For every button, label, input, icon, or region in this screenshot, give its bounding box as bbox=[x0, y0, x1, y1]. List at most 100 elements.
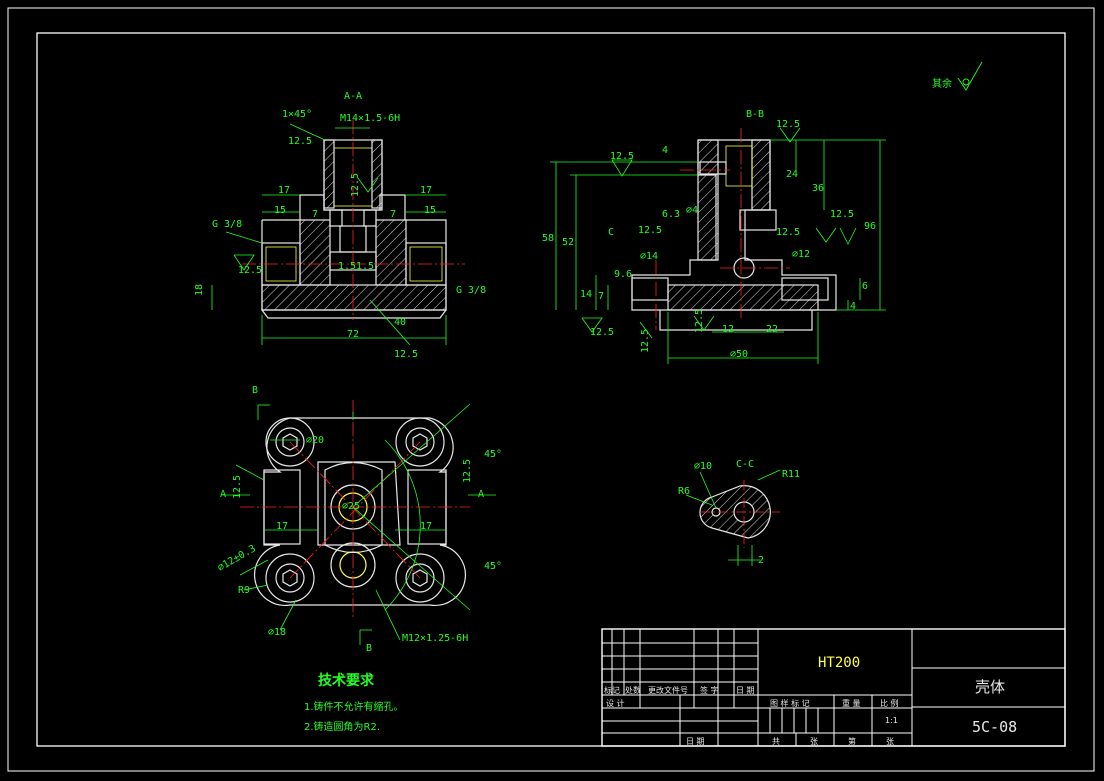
aa-g38-left: G 3/8 bbox=[212, 219, 243, 230]
plan-view-dimlines bbox=[222, 403, 496, 645]
plan-phi18: ⌀18 bbox=[268, 627, 287, 638]
plan-view-centerlines bbox=[240, 400, 470, 620]
plan-thread-bottom: M12×1.25-6H bbox=[402, 633, 469, 644]
tb-header-drawing-mark: 图 样 标 记 bbox=[770, 699, 810, 708]
bb-d4b: 4 bbox=[850, 301, 857, 312]
tb-footer-sheet: 张 bbox=[886, 737, 894, 746]
tech-requirement-2: 2.铸造圆角为R2. bbox=[304, 722, 381, 733]
bb-rough-lb: 12.5 bbox=[590, 327, 615, 338]
aa-w72: 72 bbox=[347, 329, 360, 340]
tb-footer-sheet-no: 第 bbox=[848, 737, 856, 746]
bb-d58: 58 bbox=[542, 233, 555, 244]
title-block-scale: 1:1 bbox=[885, 716, 898, 725]
plan-d17-right: 17 bbox=[420, 521, 433, 532]
plan-center-phi: ⌀25 bbox=[342, 501, 361, 512]
bb-rough-12-5c: 12.5 bbox=[830, 209, 855, 220]
title-block-drawing-no: 5C-08 bbox=[972, 718, 1018, 736]
aa-depth-mid2: 1.5 bbox=[356, 261, 375, 272]
aa-rough-left: 12.5 bbox=[238, 265, 263, 276]
tb-footer-total: 共 bbox=[772, 737, 780, 746]
bb-d9-6: 9.6 bbox=[614, 269, 633, 280]
bb-d24: 24 bbox=[786, 169, 799, 180]
tb-header-count: 处数 bbox=[625, 686, 641, 695]
aa-angle40: 40 bbox=[394, 317, 407, 328]
tb-header-date: 日 期 bbox=[736, 686, 755, 695]
bb-phi50: ⌀50 bbox=[730, 349, 749, 360]
view-marker-a-right: A bbox=[478, 489, 485, 500]
bb-rough-6-3: 6.3 bbox=[662, 209, 681, 220]
aa-w7-left: 7 bbox=[312, 209, 319, 220]
title-block-lines bbox=[601, 628, 1066, 747]
bb-rough-b1: 12.5 bbox=[640, 328, 652, 354]
bb-phi12: ⌀12 bbox=[792, 249, 811, 260]
aa-rough-top: 12.5 bbox=[288, 136, 313, 147]
section-bb bbox=[631, 139, 837, 331]
section-bb-dimlines bbox=[550, 127, 886, 364]
tb-header-scale: 比 例 bbox=[880, 699, 899, 708]
tb-row-date: 日 期 bbox=[686, 737, 705, 746]
plan-angle45-bottom: 45° bbox=[484, 561, 503, 572]
view-marker-b-top: B bbox=[252, 385, 259, 396]
bb-rough-b2: 12.5 bbox=[694, 308, 706, 334]
aa-w17-left: 17 bbox=[278, 185, 291, 196]
bb-d96: 96 bbox=[864, 221, 877, 232]
section-label-cc: C-C bbox=[736, 459, 755, 470]
tb-header-weight: 重 量 bbox=[842, 699, 861, 708]
outer-frame bbox=[7, 7, 1095, 772]
inner-frame bbox=[36, 32, 1066, 747]
title-block-material: HT200 bbox=[818, 655, 861, 671]
aa-h18: 18 bbox=[194, 283, 206, 297]
bb-phi14: ⌀14 bbox=[640, 251, 659, 262]
section-label-bb: B-B bbox=[746, 109, 765, 120]
bb-d36: 36 bbox=[812, 183, 825, 194]
bb-d4: 4 bbox=[662, 145, 669, 156]
tb-header-change-doc: 更改文件号 bbox=[648, 686, 688, 695]
aa-w7-right: 7 bbox=[390, 209, 397, 220]
section-cc-dimlines bbox=[685, 469, 781, 566]
tb-header-mark: 标记 bbox=[604, 686, 620, 695]
view-marker-b-bottom: B bbox=[366, 643, 373, 654]
aa-g38-right: G 3/8 bbox=[456, 285, 487, 296]
bb-rough-tl: 12.5 bbox=[610, 151, 635, 162]
aa-w17-right: 17 bbox=[420, 185, 433, 196]
plan-rough-right: 12.5 bbox=[462, 458, 474, 484]
section-bb-centerlines bbox=[655, 128, 790, 330]
bb-rough-tr: 12.5 bbox=[776, 119, 801, 130]
tech-requirement-1: 1.铸件不允许有缩孔。 bbox=[304, 702, 404, 713]
roughness-symbol bbox=[957, 61, 983, 91]
aa-rough-bore: 12.5 bbox=[350, 172, 362, 198]
plan-view bbox=[254, 417, 466, 611]
bb-rough-12-5a: 12.5 bbox=[638, 225, 663, 236]
plan-angle45-top: 45° bbox=[484, 449, 503, 460]
plan-r9: R9 bbox=[238, 585, 251, 596]
roughness-note: 其余 bbox=[932, 79, 952, 90]
cc-r6: R6 bbox=[678, 486, 691, 497]
section-cc-centerlines bbox=[700, 480, 780, 548]
section-aa-centerlines bbox=[242, 120, 465, 320]
bb-d52: 52 bbox=[562, 237, 575, 248]
bb-rough-12-5b: 12.5 bbox=[776, 227, 801, 238]
bb-d22: 22 bbox=[766, 324, 779, 335]
aa-w15-right: 15 bbox=[424, 205, 437, 216]
aa-thread-top: M14×1.5-6H bbox=[340, 113, 401, 124]
tb-header-sign: 签 字 bbox=[700, 686, 719, 695]
section-aa-dimlines bbox=[211, 123, 447, 346]
bb-d7: 7 bbox=[598, 291, 605, 302]
cc-d2: 2 bbox=[758, 555, 765, 566]
title-block-part-name: 壳体 bbox=[975, 678, 1006, 696]
aa-depth-mid: 1.5 bbox=[338, 261, 357, 272]
bb-d6: 6 bbox=[862, 281, 869, 292]
bb-d14: 14 bbox=[580, 289, 593, 300]
tech-requirements-title: 技术要求 bbox=[318, 673, 374, 689]
tb-row-design: 设 计 bbox=[606, 699, 625, 708]
plan-d17-left: 17 bbox=[276, 521, 289, 532]
bb-phi4: ⌀4 bbox=[686, 205, 699, 216]
bb-d12: 12 bbox=[722, 324, 735, 335]
section-cc bbox=[699, 485, 771, 539]
section-aa bbox=[261, 139, 447, 319]
aa-chamfer: 1×45° bbox=[282, 109, 313, 120]
plan-phi20: ⌀20 bbox=[306, 435, 325, 446]
aa-w15-left: 15 bbox=[274, 205, 287, 216]
section-marker-c: C bbox=[608, 227, 615, 238]
